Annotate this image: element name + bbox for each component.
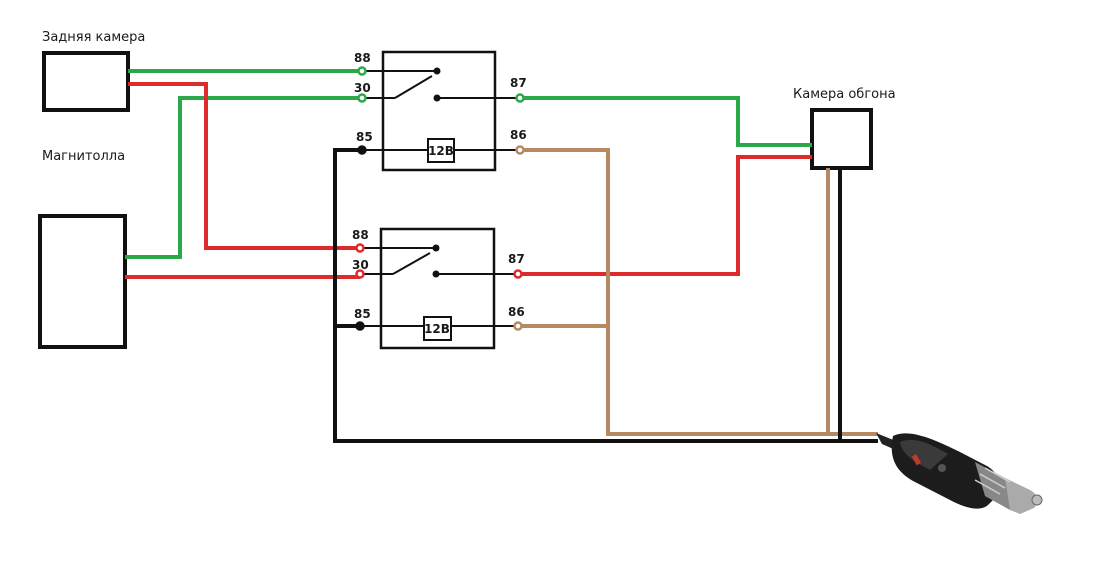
relay-top-pin-87: 87	[510, 76, 527, 90]
red-wire-rear-cam-to-88	[128, 82, 360, 250]
head-unit-label: Магнитолла	[42, 149, 125, 164]
red-wire-87-to-overtake-cam	[518, 155, 812, 276]
rear-camera-box	[42, 51, 130, 112]
relay-top-pin-86: 86	[510, 128, 527, 142]
black-wire-85-ground	[333, 148, 878, 443]
brown-wire-86-top	[520, 148, 878, 436]
relay-top-contacts	[433, 67, 441, 102]
relay-top-pin-30: 30	[354, 81, 371, 95]
overtake-camera-box	[810, 108, 873, 170]
cigarette-plug-icon	[876, 433, 1043, 514]
wires	[125, 69, 878, 443]
head-unit-box	[38, 214, 127, 349]
relay-bottom-pin-86: 86	[508, 305, 525, 319]
green-wire-87-to-overtake-cam	[520, 96, 812, 147]
pin-dots	[355, 66, 525, 331]
relay-top-internals	[362, 70, 520, 163]
overtake-camera-label: Камера обгона	[793, 87, 896, 102]
relay-bottom-contacts	[432, 244, 440, 278]
relay-top-pin-85: 85	[356, 130, 373, 144]
relay-bottom-pin-30: 30	[352, 258, 369, 272]
relay-bottom-coil-label: 12В	[424, 322, 450, 336]
relay-top-pin-88: 88	[354, 51, 371, 65]
relay-top-coil-label: 12В	[428, 144, 454, 158]
relay-bottom-pin-88: 88	[352, 228, 369, 242]
rear-camera-label: Задняя камера	[42, 30, 145, 45]
relay-bottom-pin-85: 85	[354, 307, 371, 321]
green-wire-head-unit-to-30	[125, 96, 362, 259]
relay-top-coil	[427, 138, 455, 163]
relay-bottom-pin-87: 87	[508, 252, 525, 266]
relay-bottom-internals	[360, 247, 518, 341]
relay-top-body	[381, 50, 497, 172]
relay-bottom-coil	[423, 316, 452, 341]
relay-bottom-body	[379, 227, 496, 350]
